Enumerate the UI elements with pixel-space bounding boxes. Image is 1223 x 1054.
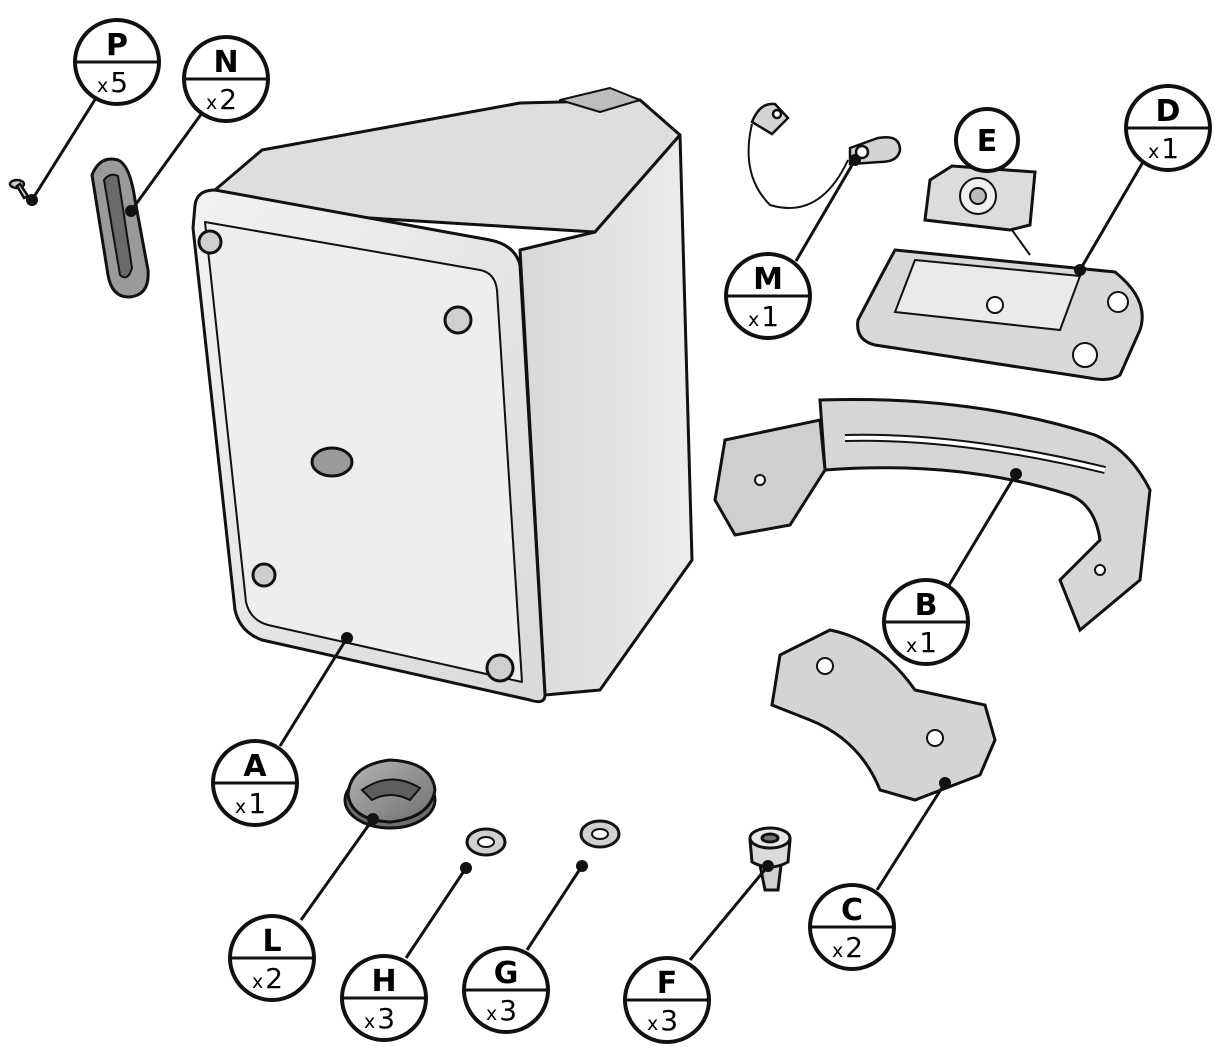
part-g-split-washer: [581, 821, 619, 847]
callout-letter: N: [213, 45, 238, 80]
callout-a: A x1: [213, 741, 297, 825]
callout-letter: C: [841, 893, 863, 928]
callout-p: P x5: [75, 20, 159, 104]
callout-b: B x1: [884, 580, 968, 664]
callout-letter: F: [657, 966, 678, 1001]
leader-dot-a: [341, 632, 353, 644]
part-e-cover-plate: [925, 166, 1035, 255]
callout-letter: P: [106, 28, 128, 63]
leader-line-p: [32, 98, 96, 200]
callout-letter: G: [494, 956, 519, 991]
leader-line-b: [948, 474, 1016, 587]
leader-dot-c: [939, 777, 951, 789]
callout-letter: L: [262, 924, 281, 959]
leader-line-n: [131, 113, 202, 211]
leader-dot-h: [460, 862, 472, 874]
leader-dot-b: [1010, 468, 1022, 480]
leader-dot-n: [125, 205, 137, 217]
leader-line-m: [796, 160, 855, 261]
callout-letter: E: [977, 124, 998, 159]
callout-c: C x2: [810, 885, 894, 969]
leader-line-l: [301, 819, 373, 920]
part-m-safety-cable: [749, 104, 900, 208]
leader-dot-g: [576, 860, 588, 872]
part-c-toothed-plate: [772, 630, 995, 800]
leader-line-a: [280, 638, 347, 746]
callout-letter: M: [753, 262, 783, 297]
callout-g: G x3: [464, 948, 548, 1032]
leader-dot-f: [762, 860, 774, 872]
leader-line-d: [1080, 162, 1143, 270]
leader-line-h: [406, 868, 466, 958]
part-h-flat-washer: [467, 829, 505, 855]
callout-letter: H: [371, 964, 396, 999]
leader-dot-m: [849, 154, 861, 166]
leader-line-f: [690, 866, 768, 960]
leader-dot-d: [1074, 264, 1086, 276]
callout-f: F x3: [625, 958, 709, 1042]
callout-letter: B: [915, 588, 938, 623]
part-p-screw: [10, 180, 28, 198]
callout-letter: A: [243, 749, 267, 784]
callout-letter: D: [1156, 94, 1181, 129]
callout-d: D x1: [1126, 86, 1210, 170]
callout-e: E: [956, 109, 1018, 171]
callout-h: H x3: [342, 956, 426, 1040]
callout-n: N x2: [184, 37, 268, 121]
leader-dot-l: [367, 813, 379, 825]
leader-dot-p: [26, 194, 38, 206]
part-a-speaker-cabinet: [193, 88, 692, 702]
part-l-knob: [345, 760, 435, 828]
callout-l: L x2: [230, 916, 314, 1000]
part-d-wall-bracket: [858, 250, 1143, 379]
leader-line-g: [527, 866, 582, 950]
part-n-grommet: [92, 159, 148, 297]
callout-m: M x1: [726, 254, 810, 338]
